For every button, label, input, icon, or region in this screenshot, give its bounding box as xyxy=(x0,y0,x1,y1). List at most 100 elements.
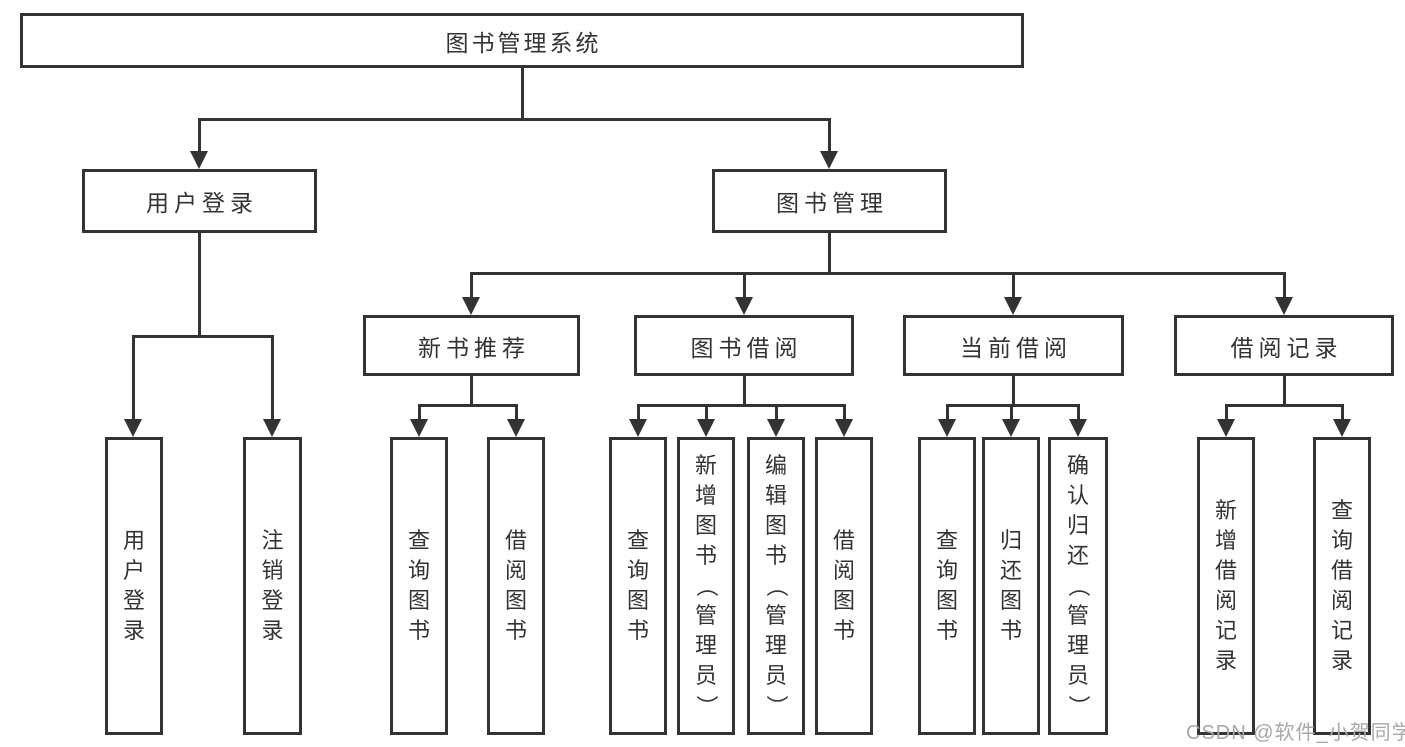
connector-drop-c2 xyxy=(1010,404,1013,421)
connector-bookmgmt-bar xyxy=(470,272,1286,275)
node-leaf-add-book-admin: 新增图书（管理员） xyxy=(677,437,735,735)
connector-root-bar xyxy=(198,118,831,121)
arrowhead-c3 xyxy=(1069,419,1087,437)
arrowhead-a1 xyxy=(410,419,428,437)
vertical-char: 图 xyxy=(935,588,958,613)
node-leaf-user-login: 用户登录 xyxy=(105,437,163,735)
arrowhead-a2 xyxy=(507,419,525,437)
vertical-char: 注 xyxy=(261,528,284,553)
node-library-management-system: 图书管理系统 xyxy=(20,13,1024,68)
node-leaf-borrow-books-1: 借阅图书 xyxy=(487,437,545,735)
vertical-char: 增 xyxy=(1214,528,1237,553)
vertical-char: 员 xyxy=(764,663,787,688)
vertical-char: 增 xyxy=(694,483,717,508)
node-user-login: 用户登录 xyxy=(82,169,317,233)
vertical-char: 图 xyxy=(832,588,855,613)
vertical-char: 阅 xyxy=(832,558,855,583)
connector-drop-b1 xyxy=(637,404,640,421)
connector-groupA-stem xyxy=(470,375,473,404)
node-leaf-query-books-1: 查询图书 xyxy=(390,437,448,735)
vertical-char: 图 xyxy=(999,588,1022,613)
connector-groupD-bar xyxy=(1225,404,1343,407)
vertical-char: 查 xyxy=(1330,498,1353,523)
vertical-char: （ xyxy=(693,574,719,598)
connector-groupB-stem xyxy=(743,375,746,404)
connector-drop-book-borrow xyxy=(743,272,746,299)
vertical-char: 录 xyxy=(1330,648,1353,673)
vertical-char: 记 xyxy=(1214,618,1237,643)
connector-drop-logout-leaf xyxy=(271,335,274,421)
vertical-char: 图 xyxy=(626,588,649,613)
connector-root-stem xyxy=(521,66,524,118)
vertical-char: 询 xyxy=(935,558,958,583)
connector-drop-b4 xyxy=(843,404,846,421)
vertical-char: 编 xyxy=(764,453,787,478)
arrowhead-new-book xyxy=(462,297,480,315)
vertical-char: 理 xyxy=(1066,633,1089,658)
vertical-char: 用 xyxy=(122,528,145,553)
vertical-char: 书 xyxy=(764,543,787,568)
vertical-char: 理 xyxy=(764,633,787,658)
arrowhead-current-borrow xyxy=(1004,297,1022,315)
connector-drop-user-login xyxy=(198,118,201,153)
vertical-char: 归 xyxy=(1066,513,1089,538)
vertical-char: 借 xyxy=(1214,558,1237,583)
arrowhead-c1 xyxy=(938,419,956,437)
connector-groupC-stem xyxy=(1012,375,1015,404)
vertical-char: 书 xyxy=(935,618,958,643)
node-new-book-recommend: 新书推荐 xyxy=(363,315,580,376)
vertical-char: 图 xyxy=(407,588,430,613)
vertical-char: 询 xyxy=(626,558,649,583)
vertical-char: ） xyxy=(693,694,719,718)
node-leaf-query-books-3: 查询图书 xyxy=(918,437,976,735)
arrowhead-d1 xyxy=(1217,419,1235,437)
connector-groupA-bar xyxy=(418,404,518,407)
arrowhead-login-leaf xyxy=(124,419,142,437)
vertical-char: 阅 xyxy=(1214,588,1237,613)
vertical-char: 书 xyxy=(999,618,1022,643)
vertical-char: 书 xyxy=(832,618,855,643)
connector-drop-d2 xyxy=(1341,404,1344,421)
arrowhead-d2 xyxy=(1333,419,1351,437)
connector-userlogin-stem xyxy=(198,232,201,335)
connector-drop-b3 xyxy=(775,404,778,421)
arrowhead-b2 xyxy=(697,419,715,437)
vertical-char: 借 xyxy=(1330,558,1353,583)
vertical-char: 查 xyxy=(626,528,649,553)
vertical-char: 查 xyxy=(407,528,430,553)
vertical-char: 录 xyxy=(122,618,145,643)
vertical-char: 询 xyxy=(407,558,430,583)
arrowhead-b3 xyxy=(767,419,785,437)
vertical-char: 借 xyxy=(504,528,527,553)
connector-drop-current-borrow xyxy=(1012,272,1015,299)
arrowhead-logout-leaf xyxy=(263,419,281,437)
arrowhead-c2 xyxy=(1002,419,1020,437)
vertical-char: 员 xyxy=(1066,663,1089,688)
vertical-char: 阅 xyxy=(1330,588,1353,613)
vertical-char: 认 xyxy=(1066,483,1089,508)
vertical-char: 销 xyxy=(261,558,284,583)
node-leaf-return-book: 归还图书 xyxy=(982,437,1040,735)
vertical-char: 确 xyxy=(1066,453,1089,478)
vertical-char: 图 xyxy=(764,513,787,538)
vertical-char: 阅 xyxy=(504,558,527,583)
arrowhead-book-management xyxy=(820,151,838,169)
vertical-char: 图 xyxy=(504,588,527,613)
arrowhead-book-borrow xyxy=(735,297,753,315)
vertical-char: 管 xyxy=(1066,603,1089,628)
vertical-char: 新 xyxy=(1214,498,1237,523)
node-leaf-add-borrow-record: 新增借阅记录 xyxy=(1197,437,1255,735)
vertical-char: 还 xyxy=(999,558,1022,583)
connector-groupD-stem xyxy=(1283,375,1286,404)
vertical-char: 记 xyxy=(1330,618,1353,643)
connector-drop-book-management xyxy=(828,118,831,153)
connector-drop-c1 xyxy=(946,404,949,421)
vertical-char: 录 xyxy=(1214,648,1237,673)
vertical-char: ） xyxy=(1065,694,1091,718)
vertical-char: 录 xyxy=(261,618,284,643)
node-leaf-edit-book-admin: 编辑图书（管理员） xyxy=(747,437,805,735)
connector-drop-b2 xyxy=(705,404,708,421)
connector-drop-c3 xyxy=(1077,404,1080,421)
connector-groupB-bar xyxy=(637,404,846,407)
